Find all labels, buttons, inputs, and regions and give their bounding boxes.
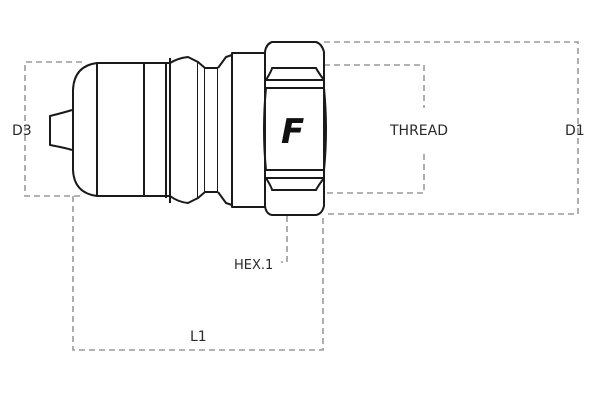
label-l1: L1 xyxy=(190,329,207,345)
nose-pin xyxy=(49,109,73,151)
label-d3: D3 xyxy=(12,123,32,139)
d3-dimension xyxy=(24,61,82,197)
body-collar xyxy=(231,52,267,208)
dimension-lines xyxy=(24,41,579,351)
body-step xyxy=(217,54,233,206)
label-d1: D1 xyxy=(565,123,585,139)
coupling-body xyxy=(49,41,327,216)
sleeve xyxy=(72,56,199,204)
label-hex: HEX.1 xyxy=(234,258,274,273)
label-thread: THREAD xyxy=(390,123,449,139)
brand-logo: F xyxy=(281,112,305,152)
hex-dimension xyxy=(281,216,288,263)
l1-dimension xyxy=(72,196,324,351)
hex-nut xyxy=(264,41,325,216)
d1-dimension xyxy=(324,41,579,215)
groove xyxy=(197,61,206,199)
thread-dimension-top xyxy=(324,64,425,108)
thread-dimension-bottom xyxy=(324,154,425,194)
